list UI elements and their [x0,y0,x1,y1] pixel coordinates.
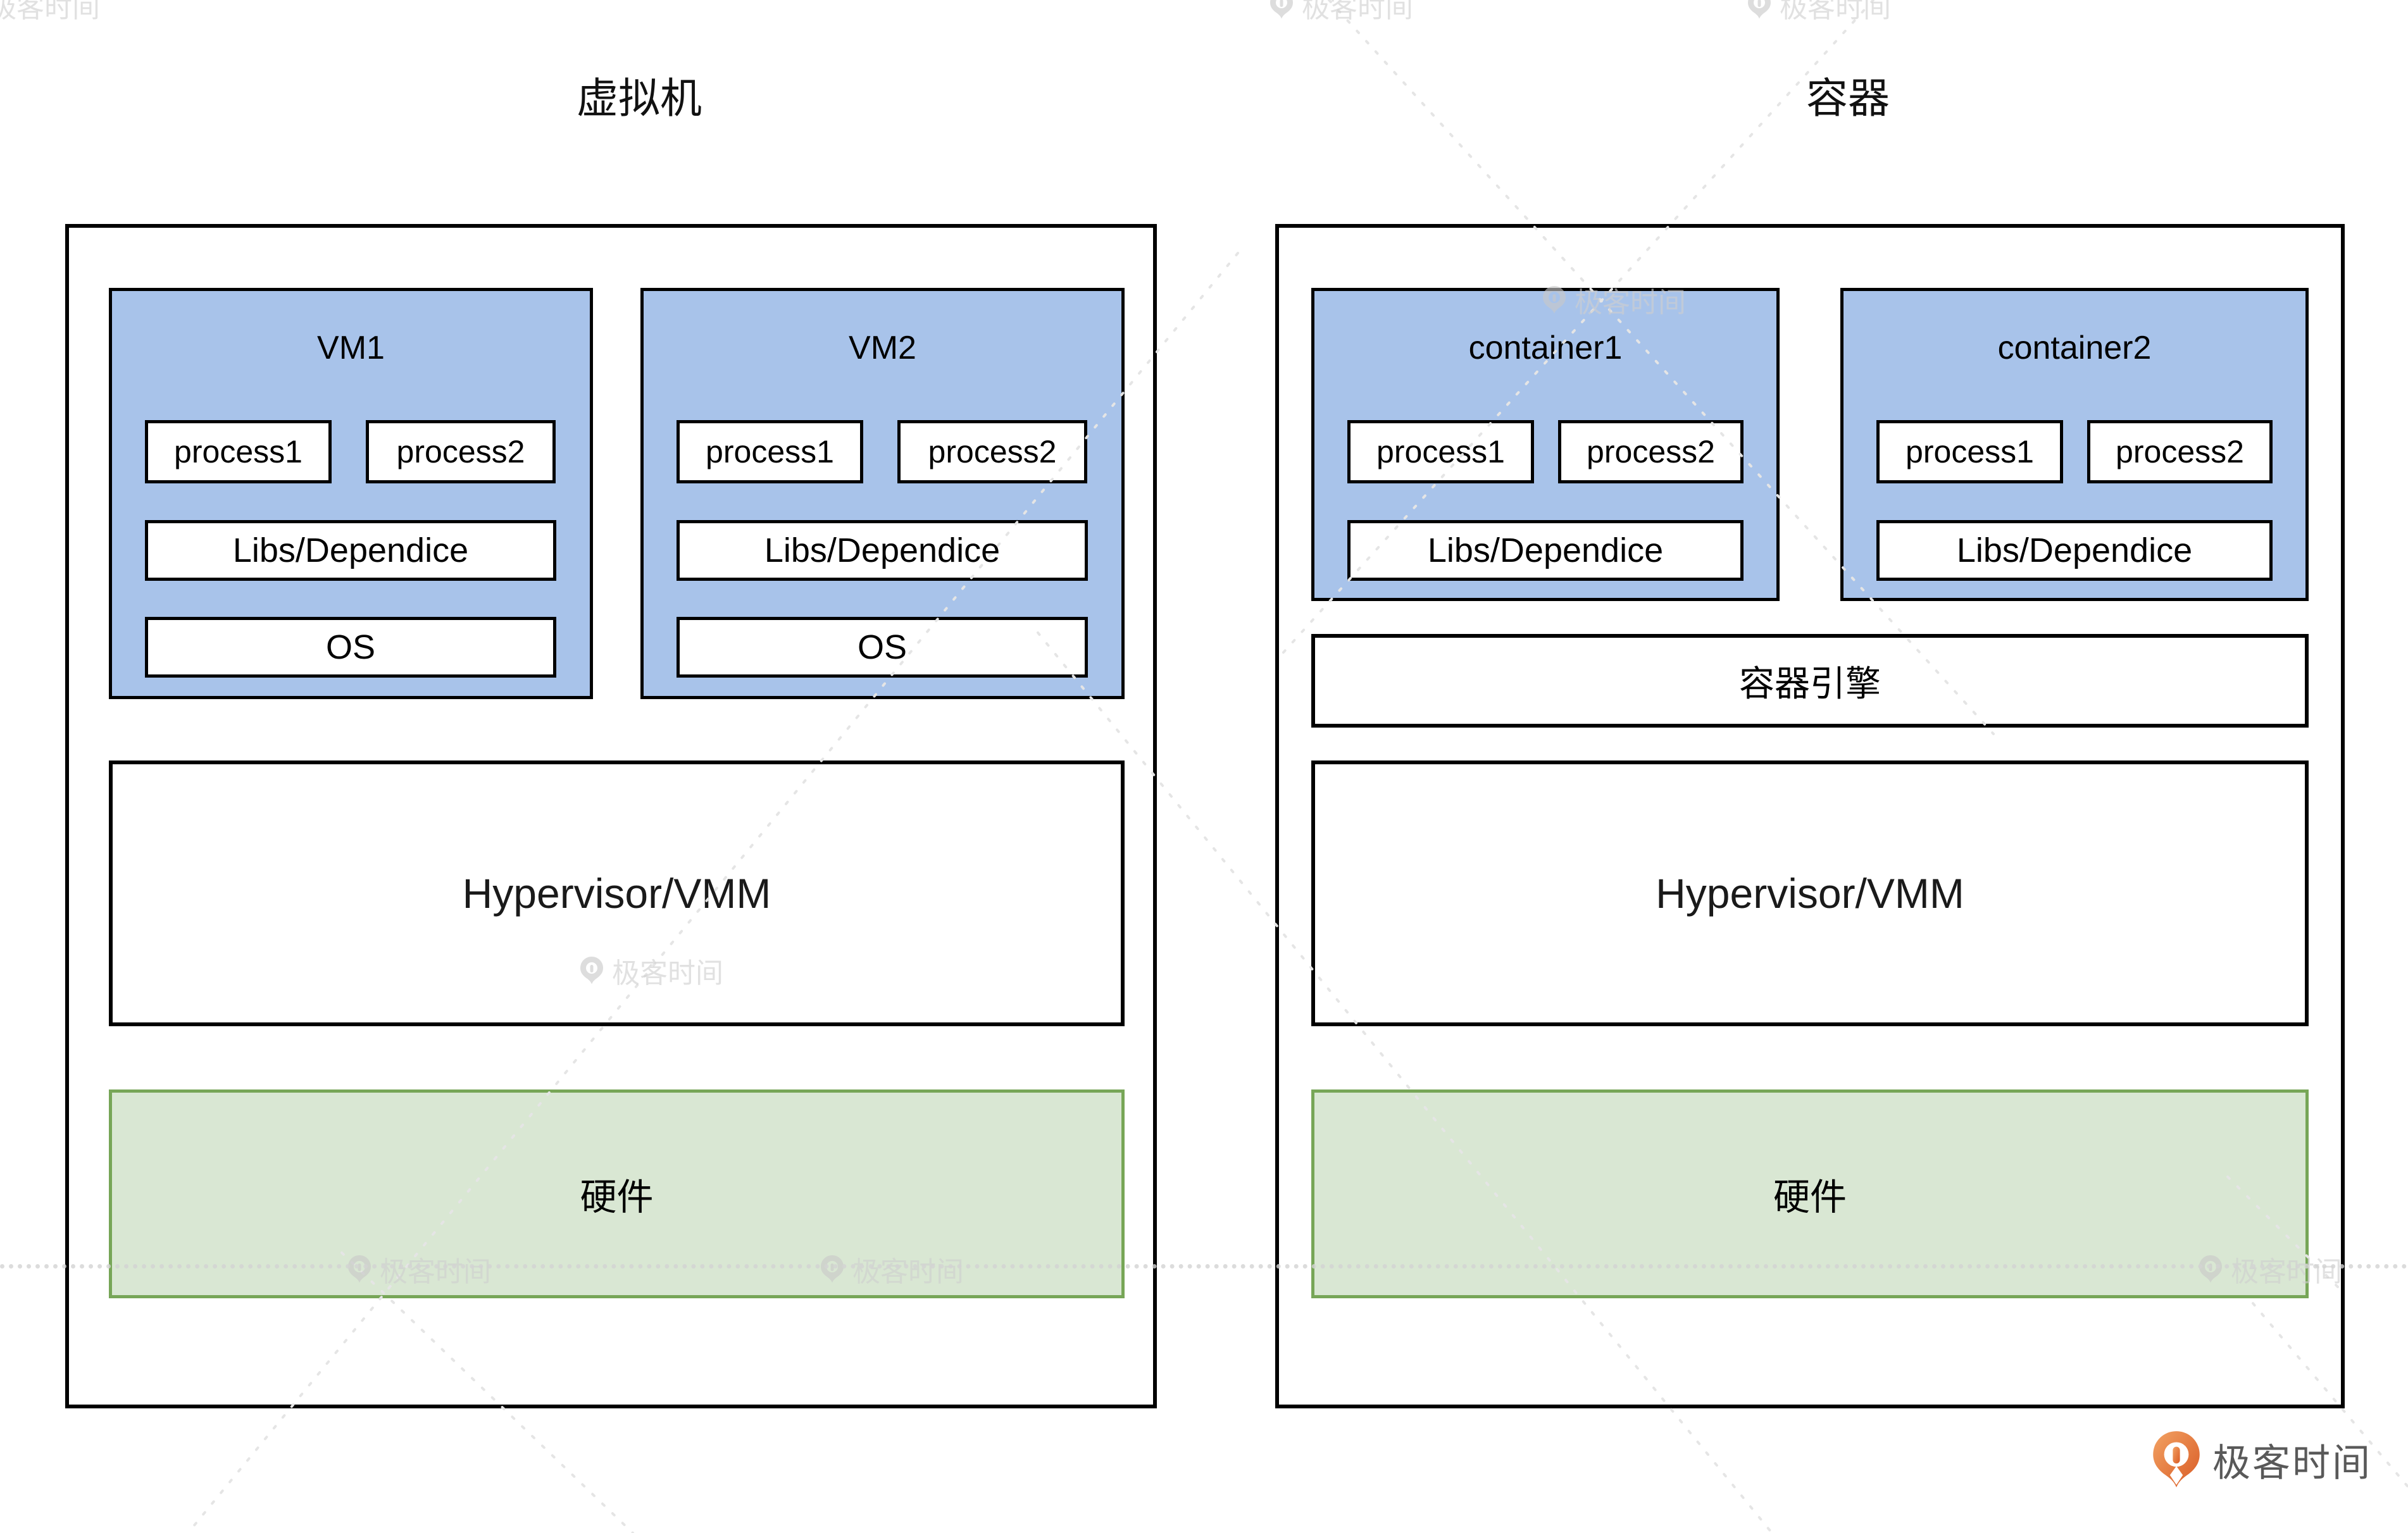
geektime-pin-icon [580,957,603,984]
geektime-pin-icon [2153,1431,2200,1487]
container1-label: container1 [1468,330,1623,366]
watermark-text: 极客时间 [1575,287,1686,318]
container2-label: container2 [1997,330,2152,366]
container2-process2-box: process2 [2087,420,2273,483]
vm1-libs-box: Libs/Dependice [145,520,556,581]
container2-process1-box: process1 [1876,420,2063,483]
vm1-os-box: OS [145,617,556,678]
geektime-pin-icon [1543,286,1566,314]
vm2-box: VM2 process1 process2 Libs/Dependice OS [640,288,1125,699]
geektime-watermark: 极客时间 [1747,0,1891,25]
geektime-logo-text: 极客时间 [2212,1441,2372,1484]
container-engine-box: 容器引擎 [1311,634,2309,728]
container2-box: container2 process1 process2 Libs/Depend… [1840,288,2309,601]
container2-libs-box: Libs/Dependice [1876,520,2273,581]
watermark-text: 极客时间 [852,1257,964,1288]
geektime-pin-icon [2199,1255,2222,1283]
vm1-label: VM1 [317,330,385,366]
geektime-watermark: 极客时间 [0,0,100,25]
geektime-pin-icon [1748,0,1771,19]
watermark-text: 极客时间 [612,958,723,989]
container-architecture-box: container1 process1 process2 Libs/Depend… [1275,224,2345,1408]
vm-diagram-title: 虚拟机 [577,75,702,121]
dotted-horizontal-line [0,1264,2408,1269]
vm2-process1-box: process1 [677,420,863,483]
vm2-os-box: OS [677,617,1088,678]
watermark-text: 极客时间 [1780,0,1891,23]
watermark-text: 极客时间 [380,1257,491,1288]
watermark-text: 极客时间 [2231,1257,2342,1288]
vm2-process2-box: process2 [897,420,1087,483]
geektime-watermark: 极客时间 [1269,0,1413,25]
geektime-watermark: 极客时间 [820,1249,964,1289]
geektime-pin-icon [821,1255,844,1283]
container-hypervisor-box: Hypervisor/VMM [1311,760,2309,1026]
container-diagram-title: 容器 [1806,75,1890,121]
watermark-text: 极客时间 [0,0,100,23]
vm2-libs-box: Libs/Dependice [677,520,1088,581]
geektime-logo: 极客时间 [2150,1429,2372,1491]
geektime-pin-icon [348,1255,371,1283]
vm2-label: VM2 [849,330,916,366]
geektime-watermark: 极客时间 [347,1249,491,1289]
geektime-watermark: 极客时间 [1542,280,1686,320]
container1-process2-box: process2 [1558,420,1744,483]
vm1-process1-box: process1 [145,420,332,483]
vm1-box: VM1 process1 process2 Libs/Dependice OS [109,288,593,699]
container1-process1-box: process1 [1347,420,1534,483]
container1-box: container1 process1 process2 Libs/Depend… [1311,288,1780,601]
watermark-text: 极客时间 [1302,0,1413,23]
geektime-pin-icon [1270,0,1293,19]
geektime-watermark: 极客时间 [579,950,723,991]
vm1-process2-box: process2 [366,420,556,483]
vm-architecture-box: VM1 process1 process2 Libs/Dependice OS … [65,224,1157,1408]
geektime-watermark: 极客时间 [2198,1249,2342,1289]
container1-libs-box: Libs/Dependice [1347,520,1744,581]
